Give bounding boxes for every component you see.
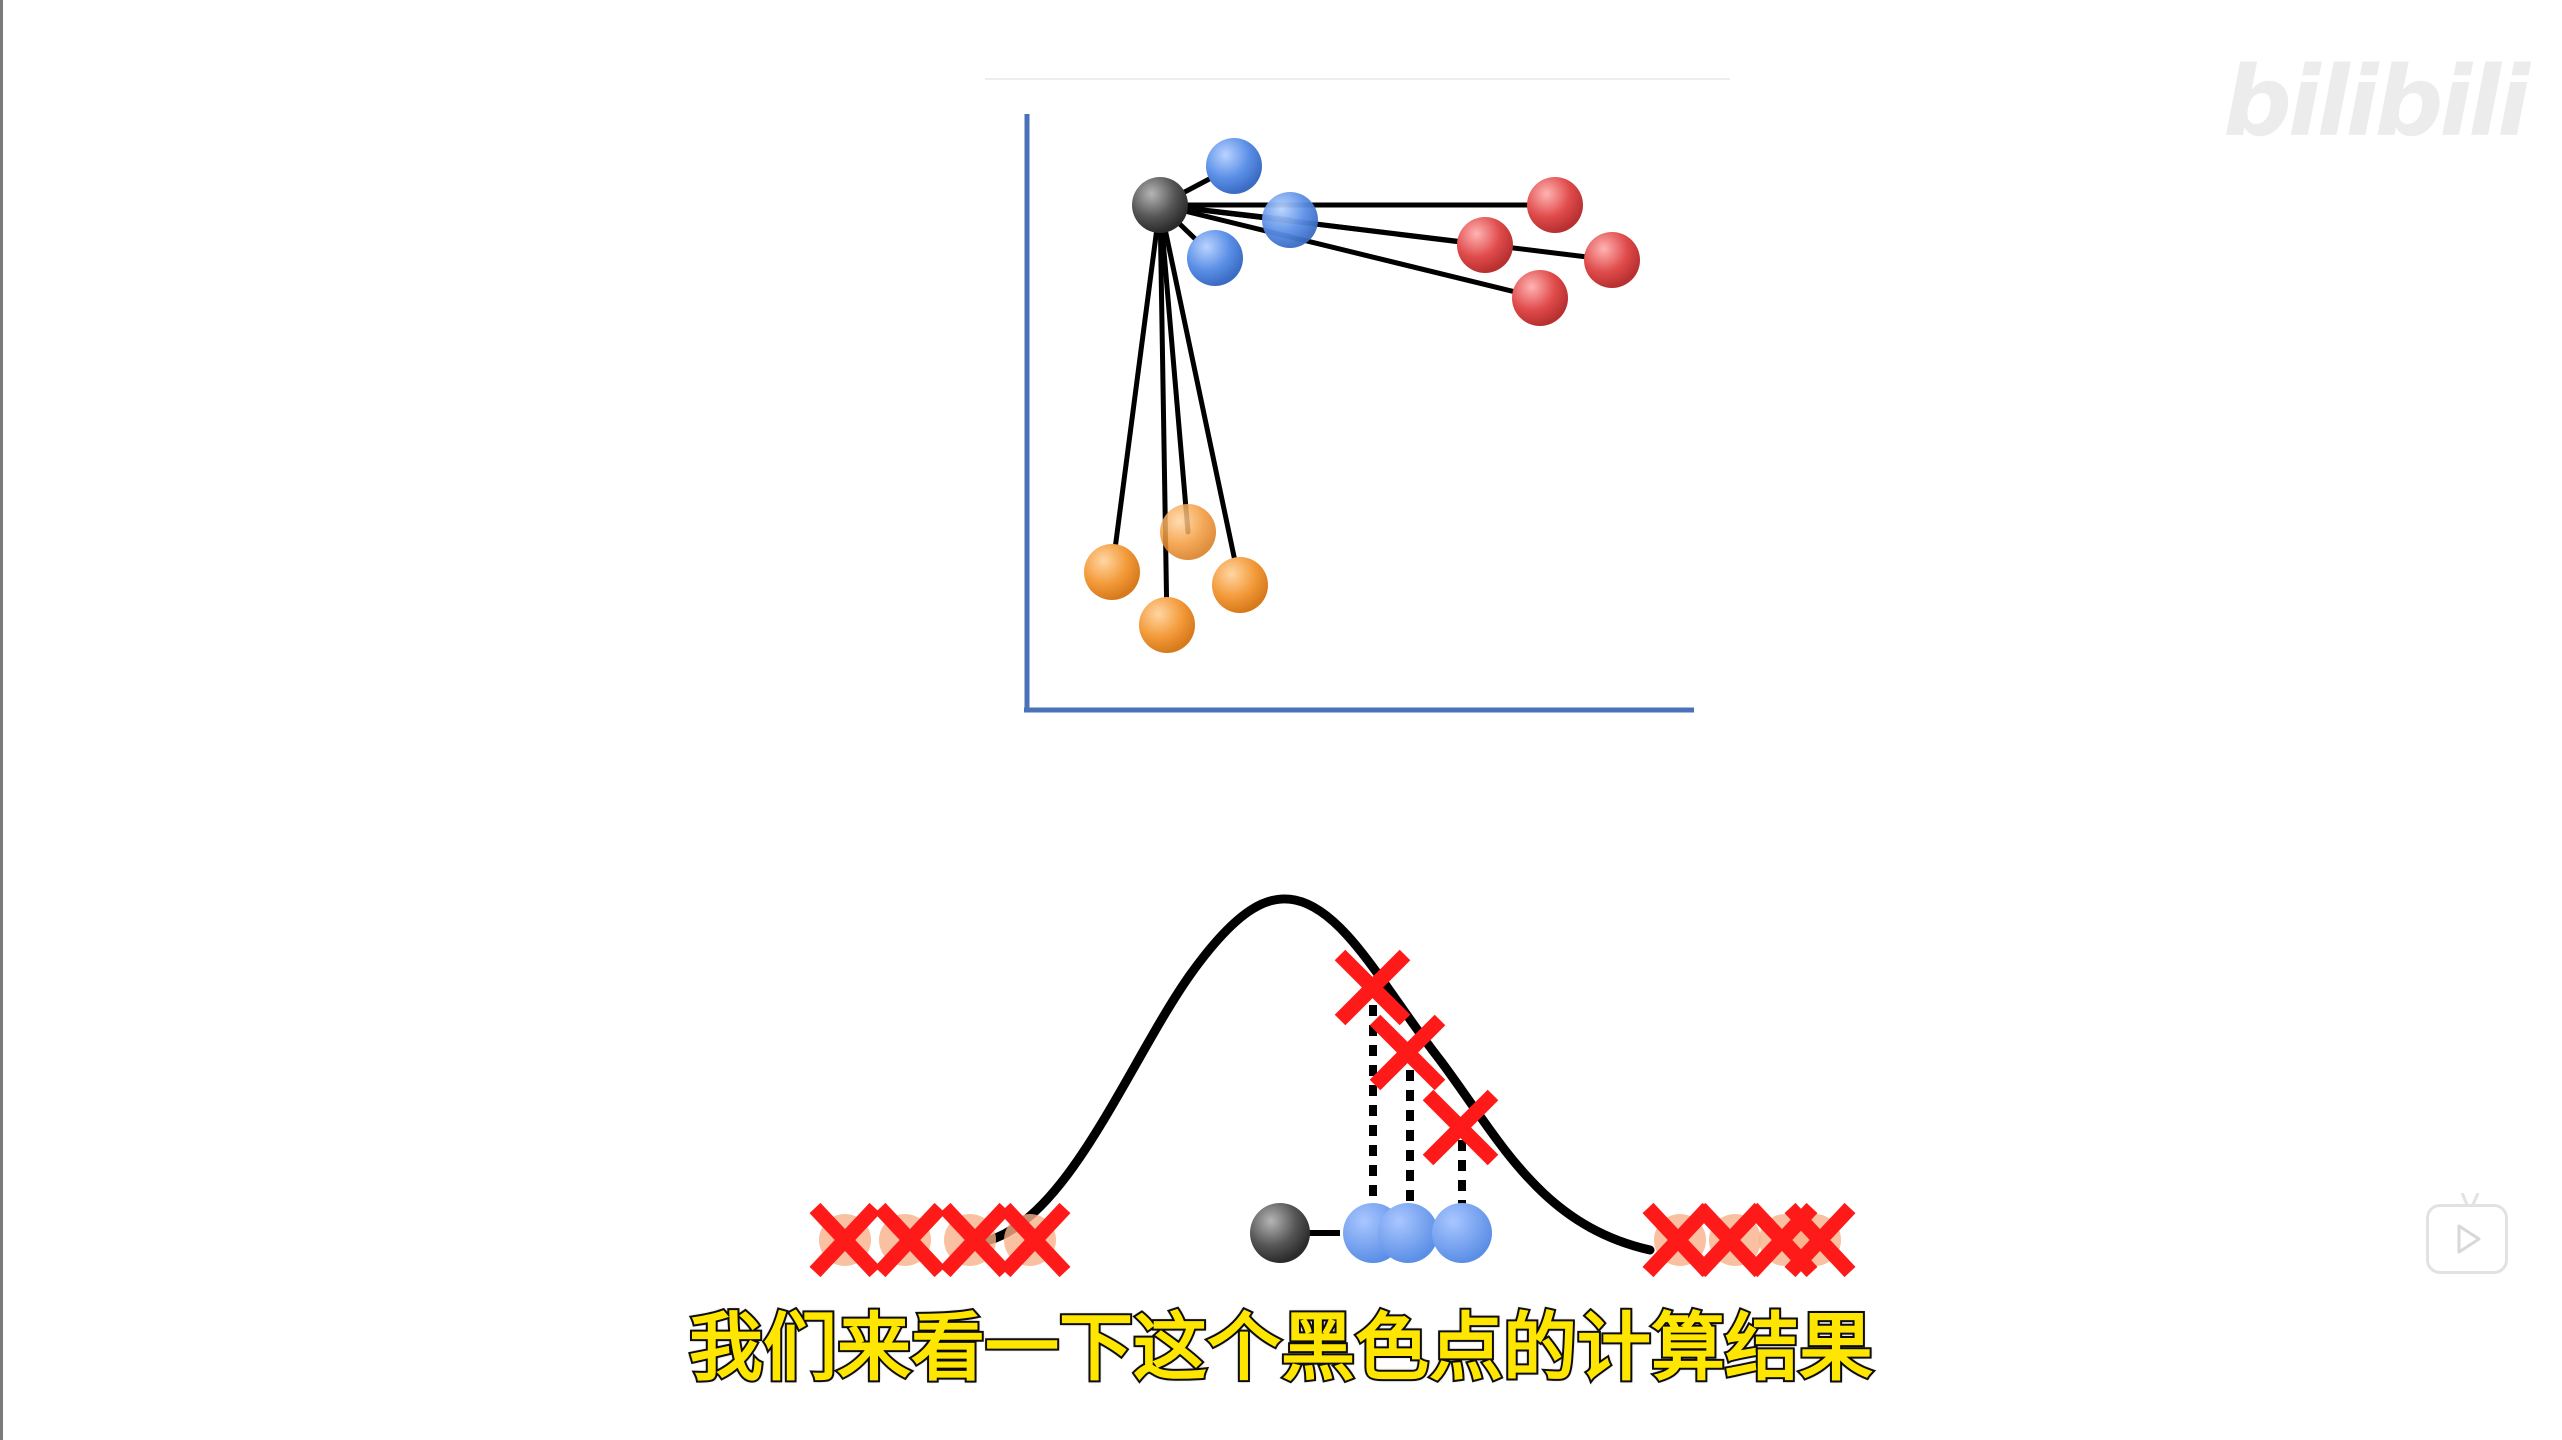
red-x-icon [874,1202,946,1278]
play-button[interactable] [2426,1193,2508,1274]
red-x-icon [1369,1014,1446,1091]
neighbor-lines [1109,163,1615,628]
orange-point [1212,557,1268,613]
frame-left-border [0,0,3,1440]
red-x-icon [1784,1202,1856,1278]
blue-point-1d [1432,1203,1492,1263]
bilibili-watermark: bilibili [2223,46,2530,158]
query-point-1d [1250,1203,1310,1263]
orange-point [1160,504,1216,560]
line-to-orange-3 [1157,202,1191,535]
distribution-diagram [809,894,1856,1278]
play-icon [2457,1224,2481,1254]
red-point [1457,217,1513,273]
blue-point [1262,192,1318,248]
red-x-icon [809,1202,881,1278]
red-x-icon [999,1202,1071,1278]
red-x-icon [1422,1089,1499,1166]
scatter-plot [1024,114,1694,713]
line-to-orange-2 [1157,202,1170,628]
line-to-orange-4 [1157,202,1243,588]
slide-top-rule [985,78,1730,80]
line-to-red-3 [1157,202,1615,263]
blue-point [1187,230,1243,286]
query-point [1132,177,1188,233]
projection-lines [1369,1005,1466,1215]
red-point [1512,270,1568,326]
red-x-icon [1694,1202,1766,1278]
red-x-icon [1642,1202,1714,1278]
orange-point [1084,544,1140,600]
red-x-icon [939,1202,1011,1278]
blue-point-1d [1378,1203,1438,1263]
bell-curve [985,894,1655,1255]
tv-antenna-icon [2460,1193,2480,1207]
subtitle-caption: 我们来看一下这个黑色点的计算结果 [687,1303,1875,1393]
line-to-red-4 [1157,202,1543,301]
orange-point [1139,597,1195,653]
blue-point [1206,138,1262,194]
red-point [1527,177,1583,233]
line-to-orange-1 [1109,202,1163,575]
cross-marks [809,949,1856,1278]
red-x-icon [1334,949,1411,1026]
red-point [1584,232,1640,288]
